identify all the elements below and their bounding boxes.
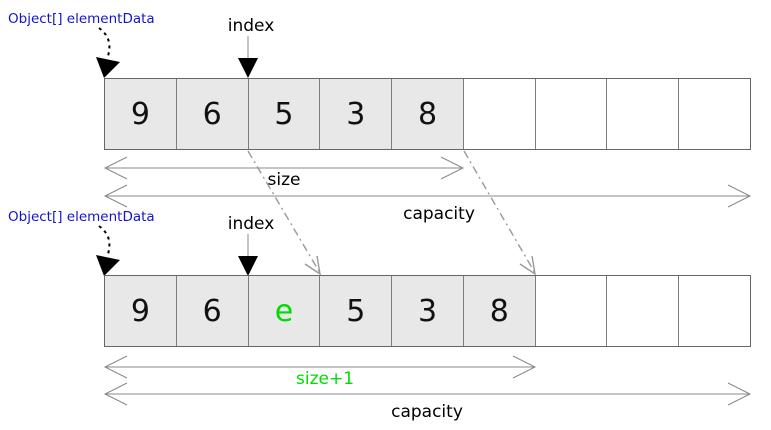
array-after-cell-6 <box>534 276 607 346</box>
array-after-cell-5: 8 <box>462 276 535 346</box>
array-before-cell-2: 5 <box>247 79 320 149</box>
array-after: 9 6 e 5 3 8 <box>104 275 751 347</box>
elementdata-label-top: Object[] elementData <box>8 11 155 27</box>
array-before-cell-4: 8 <box>391 79 463 149</box>
shift-arrow-element-5 <box>247 150 321 276</box>
capacity-label-top: capacity <box>403 204 475 224</box>
capacity-label-bottom: capacity <box>391 402 463 422</box>
array-before-cell-5 <box>462 79 535 149</box>
elementdata-pointer-arrow-bottom <box>96 225 120 276</box>
size-plus-one-extent-arrow <box>103 355 537 379</box>
array-after-cell-7 <box>606 276 678 346</box>
index-label-bottom: index <box>227 214 275 234</box>
shift-arrow-element-8 <box>463 150 536 276</box>
array-after-cell-8 <box>678 276 750 346</box>
array-before-cell-6 <box>534 79 607 149</box>
array-before-cell-7 <box>606 79 678 149</box>
capacity-extent-arrow-top <box>103 184 752 208</box>
array-before-cell-3: 3 <box>319 79 392 149</box>
array-after-cell-3: 5 <box>319 276 392 346</box>
array-after-cell-1: 6 <box>175 276 248 346</box>
size-label-top: size <box>267 170 301 190</box>
array-after-cell-2-inserted: e <box>247 276 320 346</box>
elementdata-label-bottom: Object[] elementData <box>8 209 155 225</box>
index-label-top: index <box>227 16 275 36</box>
array-before-cell-0: 9 <box>105 79 176 149</box>
array-before-cell-1: 6 <box>175 79 248 149</box>
elementdata-pointer-arrow-top <box>96 27 120 78</box>
capacity-extent-arrow-bottom <box>103 382 752 406</box>
size-plus-one-label: size+1 <box>295 369 355 389</box>
array-before-cell-8 <box>678 79 750 149</box>
index-pointer-arrow-top <box>238 36 258 78</box>
size-extent-arrow-top <box>103 156 465 180</box>
index-pointer-arrow-bottom <box>238 234 258 276</box>
array-after-cell-0: 9 <box>105 276 176 346</box>
array-after-cell-4: 3 <box>391 276 463 346</box>
array-before: 9 6 5 3 8 <box>104 78 751 150</box>
